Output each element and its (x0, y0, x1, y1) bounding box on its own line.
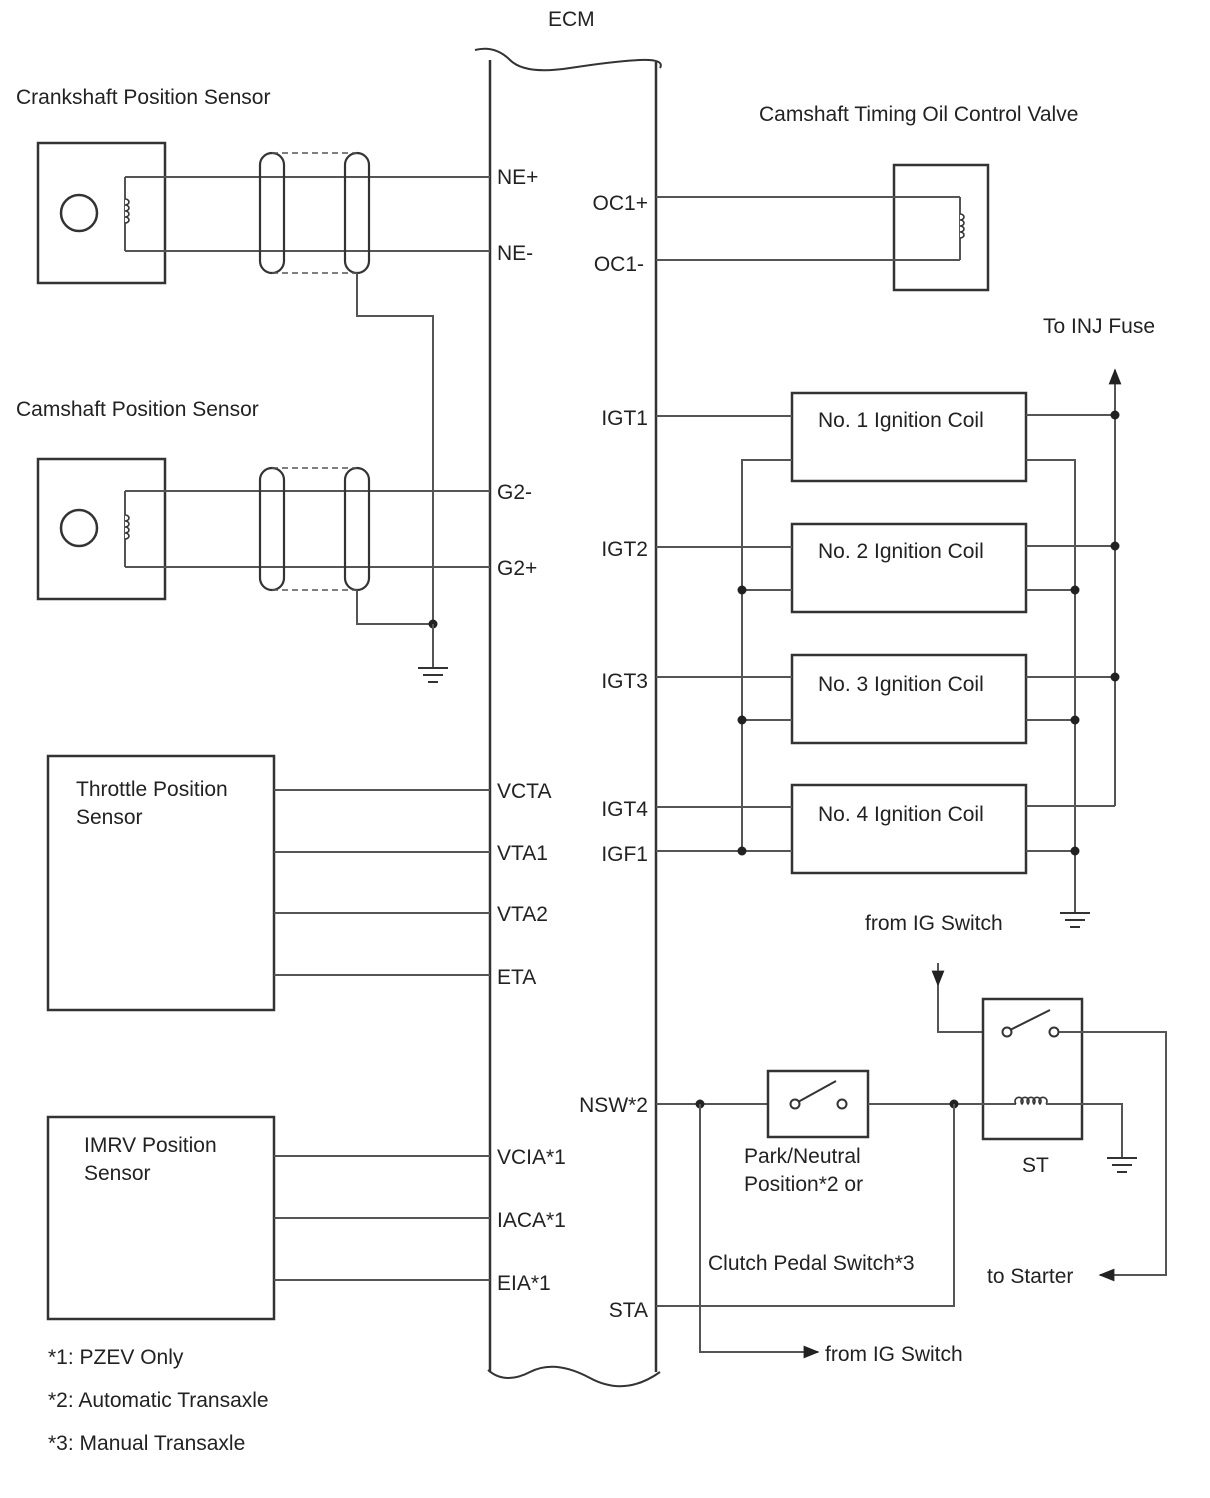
ignition-coil-3 (790, 653, 1028, 745)
ignition-coil-4 (790, 783, 1028, 875)
pin-ne-minus: NE- (497, 242, 533, 265)
pin-igt3: IGT3 (601, 670, 648, 693)
imrv-position-sensor: IMRV Position Sensor (46, 1115, 490, 1321)
shield-ring-1 (258, 151, 286, 275)
st-relay (981, 997, 1084, 1141)
oil-control-valve: Camshaft Timing Oil Control Valve (656, 103, 1078, 292)
crankshaft-position-sensor: Crankshaft Position Sensor (16, 86, 490, 624)
park-neutral-label-line2: Position*2 or (744, 1173, 863, 1196)
shield-ring-2 (343, 466, 371, 592)
footnotes: *1: PZEV Only *2: Automatic Transaxle *3… (48, 1346, 269, 1455)
ecm-left-pins: NE+ NE- G2- G2+ VCTA VTA1 VTA2 ETA VCIA*… (497, 166, 566, 1295)
pin-vta2: VTA2 (497, 903, 548, 926)
pin-g2-plus: G2+ (497, 557, 537, 580)
ocv-label: Camshaft Timing Oil Control Valve (759, 103, 1078, 126)
from-ig-switch-top-label: from IG Switch (865, 912, 1003, 935)
pin-igt4: IGT4 (601, 798, 648, 821)
footnote-2: *2: Automatic Transaxle (48, 1389, 269, 1412)
park-neutral-label-line1: Park/Neutral (744, 1145, 861, 1168)
camshaft-position-sensor: Camshaft Position Sensor (16, 398, 490, 683)
pin-vta1: VTA1 (497, 842, 548, 865)
shield-ring-1 (258, 466, 286, 592)
pin-g2-minus: G2- (497, 481, 532, 504)
ignition-coils: To INJ Fuse No. 1 Ignition Coil No. 2 Ig… (656, 315, 1155, 928)
ecm-title: ECM (548, 8, 595, 31)
shield-ring-2 (343, 151, 371, 275)
pin-iaca: IACA*1 (497, 1209, 566, 1232)
park-neutral-switch (766, 1069, 870, 1139)
clutch-switch-label: Clutch Pedal Switch*3 (708, 1252, 915, 1275)
coil-icon (959, 213, 965, 239)
ecm-block: ECM (474, 8, 662, 1388)
pin-igf1: IGF1 (601, 843, 648, 866)
coil-4-label: No. 4 Ignition Coil (818, 803, 984, 826)
from-ig-switch-bottom-label: from IG Switch (825, 1343, 963, 1366)
pin-oc1-plus: OC1+ (593, 192, 648, 215)
throttle-sensor-label-line2: Sensor (76, 806, 143, 829)
pin-vcia: VCIA*1 (497, 1146, 566, 1169)
ground-icon (1060, 912, 1090, 928)
pin-nsw: NSW*2 (579, 1094, 648, 1117)
pin-vcta: VCTA (497, 780, 551, 803)
pin-ne-plus: NE+ (497, 166, 538, 189)
pin-sta: STA (609, 1299, 648, 1322)
coil-3-label: No. 3 Ignition Coil (818, 673, 984, 696)
footnote-1: *1: PZEV Only (48, 1346, 184, 1369)
throttle-position-sensor: Throttle Position Sensor (46, 754, 490, 1012)
footnote-3: *3: Manual Transaxle (48, 1432, 245, 1455)
coil-icon (124, 514, 130, 540)
coil-icon (124, 198, 130, 224)
inj-fuse-label: To INJ Fuse (1043, 315, 1155, 338)
pin-eta: ETA (497, 966, 536, 989)
st-relay-label: ST (1022, 1154, 1049, 1177)
pin-eia: EIA*1 (497, 1272, 551, 1295)
sensor-rotor-icon (59, 193, 99, 233)
start-circuit: from IG Switch ST to Starter Park/Neutra… (656, 912, 1167, 1366)
ground-icon (1107, 1157, 1137, 1173)
to-starter-label: to Starter (987, 1265, 1073, 1288)
camshaft-sensor-label: Camshaft Position Sensor (16, 398, 259, 421)
coil-1-label: No. 1 Ignition Coil (818, 409, 984, 432)
ignition-coil-2 (790, 522, 1028, 614)
pin-oc1-minus: OC1- (594, 253, 644, 276)
imrv-sensor-label-line1: IMRV Position (84, 1134, 217, 1157)
ground-icon (418, 667, 448, 683)
crankshaft-sensor-label: Crankshaft Position Sensor (16, 86, 270, 109)
pin-igt1: IGT1 (601, 407, 648, 430)
imrv-sensor-label-line2: Sensor (84, 1162, 151, 1185)
coil-2-label: No. 2 Ignition Coil (818, 540, 984, 563)
throttle-sensor-label-line1: Throttle Position (76, 778, 228, 801)
coil-icon (1014, 1096, 1048, 1106)
ignition-coil-1 (790, 391, 1028, 483)
ecm-right-pins: OC1+ OC1- IGT1 IGT2 IGT3 IGT4 IGF1 NSW*2… (579, 192, 648, 1322)
sensor-rotor-icon (59, 508, 99, 548)
pin-igt2: IGT2 (601, 538, 648, 561)
